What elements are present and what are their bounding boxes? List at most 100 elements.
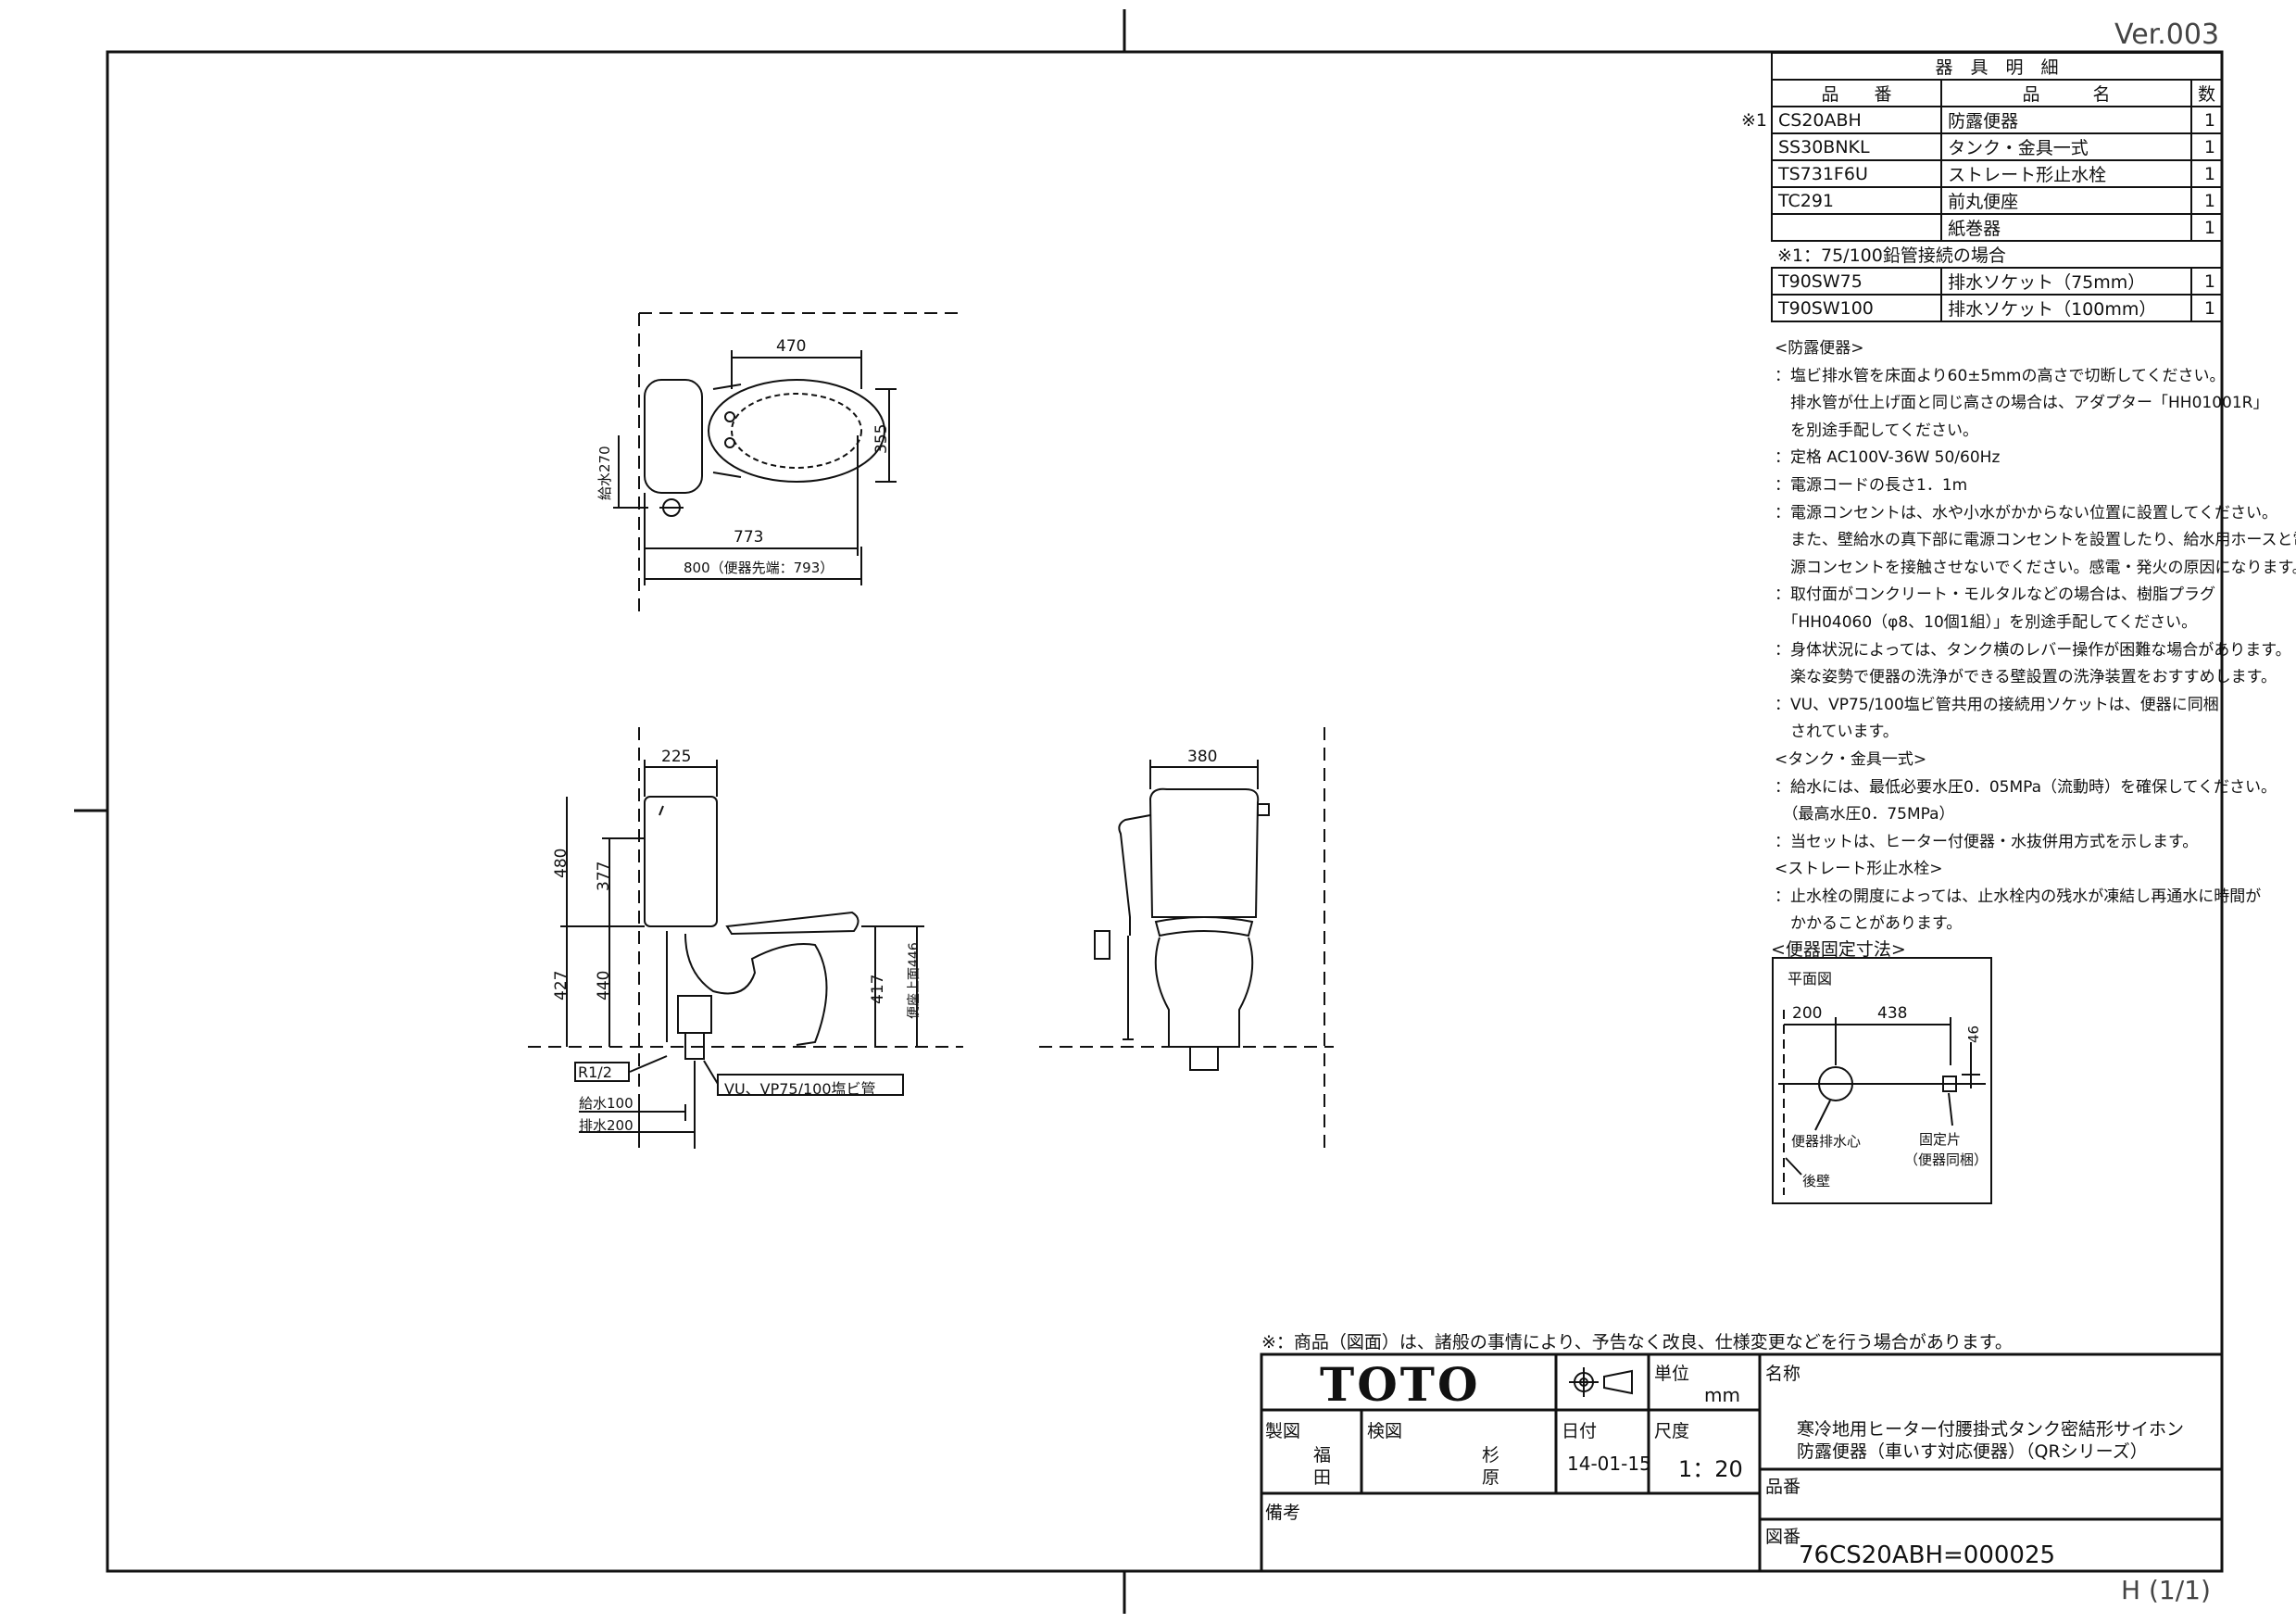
- parts-table-title: 器 具 明 細: [1771, 52, 2223, 81]
- plan-dim-800: 800（便器先端：793）: [684, 560, 834, 576]
- fixing-diagram: [1772, 957, 1992, 1204]
- fixing-dim-438: 438: [1877, 1004, 1908, 1023]
- disclaimer: ※：商品（図面）は、諸般の事情により、予告なく改良、仕様変更などを行う場合があり…: [1261, 1332, 2013, 1352]
- side-dim-seat: 便座上面446: [907, 942, 922, 1019]
- side-dim-440: 440: [595, 970, 613, 1000]
- note-line: ：塩ビ排水管を床面より60±5mmの高さで切断してください。: [1775, 366, 2226, 385]
- parts-mark-1: ※1: [1741, 110, 1768, 131]
- remarks-label: 備考: [1265, 1503, 1301, 1523]
- part-name: 前丸便座: [1940, 186, 2192, 215]
- drawing-number-value: 76CS20ABH=000025: [1799, 1541, 2056, 1569]
- checked-by-1: 杉: [1482, 1445, 1500, 1466]
- side-view: [528, 727, 963, 1149]
- unit-label: 単位: [1654, 1364, 1690, 1384]
- checked-by-2: 原: [1482, 1467, 1500, 1488]
- note-line: 「HH04060（φ8、10個1組）」を別途手配してください。: [1775, 612, 2198, 632]
- title-block-grid: [1260, 1352, 2224, 1573]
- part-code: T90SW75: [1770, 267, 1943, 296]
- projection-symbol-icon: [1569, 1367, 1633, 1397]
- unit-value: mm: [1704, 1384, 1740, 1406]
- part-code: T90SW100: [1770, 294, 1943, 322]
- plan-dim-773: 773: [734, 528, 764, 547]
- parts-col-qty: 数: [2189, 79, 2224, 107]
- note-line: ：身体状況によっては、タンク横のレバー操作が困難な場合があります。: [1775, 640, 2291, 660]
- scale-label: 尺度: [1654, 1421, 1690, 1441]
- part-qty: 1: [2189, 213, 2224, 242]
- note-line: ：電源コードの長さ1．1m: [1775, 475, 1968, 495]
- part-name: タンク・金具一式: [1940, 132, 2192, 161]
- part-qty: 1: [2189, 159, 2224, 188]
- part-code: [1770, 213, 1943, 242]
- part-code: SS30BNKL: [1770, 132, 1943, 161]
- checked-label: 検図: [1367, 1421, 1403, 1441]
- plan-dim-470: 470: [776, 337, 807, 356]
- side-label-pipe: VU、VP75/100塩ビ管: [724, 1080, 876, 1098]
- note-line: を別途手配してください。: [1775, 421, 1978, 440]
- part-name: 排水ソケット（100mm）: [1940, 294, 2192, 322]
- brand-logo: TOTO: [1320, 1357, 1481, 1412]
- date-value: 14-01-15: [1567, 1453, 1651, 1475]
- fixing-plan-label: 平面図: [1788, 970, 1833, 988]
- note-line: 排水管が仕上げ面と同じ高さの場合は、アダプター「HH01001R」: [1775, 394, 2269, 413]
- note-line: ：取付面がコンクリート・モルタルなどの場合は、樹脂プラグ: [1775, 585, 2215, 605]
- note-line: ：当セットは、ヒーター付便器・水抜併用方式を示します。: [1775, 832, 2199, 851]
- side-label-r12: R1/2: [578, 1063, 612, 1081]
- part-qty: 1: [2189, 106, 2224, 134]
- note-line: 源コンセントを接触させないでください。感電・発火の原因になります。: [1775, 558, 2296, 577]
- product-name-line2: 防露便器（車いす対応便器）（QRシリーズ）: [1797, 1441, 2148, 1462]
- drawn-by-1: 福: [1313, 1445, 1332, 1466]
- front-dim-380: 380: [1187, 748, 1218, 766]
- part-name: 紙巻器: [1940, 213, 2192, 242]
- note-line: （最高水圧0．75MPa）: [1775, 805, 1955, 824]
- fixing-dim-46: 46: [1965, 1025, 1982, 1043]
- part-qty: 1: [2189, 267, 2224, 296]
- side-dim-417: 417: [869, 974, 887, 1004]
- part-code: TC291: [1770, 186, 1943, 215]
- side-dim-225: 225: [661, 748, 692, 766]
- sheet-number: H (1/1): [2121, 1575, 2211, 1605]
- drawn-by-2: 田: [1313, 1467, 1332, 1488]
- fixing-title: <便器固定寸法>: [1771, 939, 1906, 960]
- front-view: [1039, 727, 1334, 1149]
- part-name: 排水ソケット（75mm）: [1940, 267, 2192, 296]
- note-line: ：給水には、最低必要水圧0．05MPa（流動時）を確保してください。: [1775, 777, 2277, 797]
- part-name: 防露便器: [1940, 106, 2192, 134]
- side-dim-427: 427: [552, 970, 571, 1000]
- drawing-number-label: 図番: [1765, 1527, 1801, 1547]
- side-label-supply100: 給水100: [579, 1095, 634, 1112]
- plan-view: [613, 312, 959, 619]
- part-name: ストレート形止水栓: [1940, 159, 2192, 188]
- note-line: ：電源コンセントは、水や小水がかからない位置に設置してください。: [1775, 503, 2277, 522]
- part-qty: 1: [2189, 294, 2224, 322]
- fixing-dim-200: 200: [1792, 1004, 1823, 1023]
- drawn-label: 製図: [1265, 1421, 1301, 1441]
- parts-col-name: 品 名: [1940, 79, 2192, 107]
- date-label: 日付: [1562, 1421, 1598, 1441]
- note-line: かかることがあります。: [1775, 914, 1963, 934]
- part-number-label: 品番: [1765, 1477, 1801, 1497]
- plan-dim-355: 355: [872, 423, 891, 454]
- part-qty: 1: [2189, 186, 2224, 215]
- note-line: ：VU、VP75/100塩ビ管共用の接続用ソケットは、便器に同梱: [1775, 695, 2219, 714]
- note-line: <タンク・金具一式>: [1775, 749, 1927, 769]
- product-name-line1: 寒冷地用ヒーター付腰掛式タンク密結形サイホン: [1797, 1419, 2185, 1440]
- scale-value: 1：20: [1678, 1456, 1743, 1482]
- part-code: CS20ABH: [1770, 106, 1943, 134]
- side-dim-480: 480: [552, 848, 571, 878]
- parts-sub-title: ※1：75/100鉛管接続の場合: [1772, 240, 2222, 269]
- note-line: 楽な姿勢で便器の洗浄ができる壁設置の洗浄装置をおすすめします。: [1775, 668, 2277, 687]
- side-label-drain200: 排水200: [579, 1117, 634, 1134]
- fixing-label-center: 便器排水心: [1791, 1133, 1862, 1150]
- fixing-label-wall: 後壁: [1802, 1173, 1831, 1189]
- plan-dim-supply: 給水270: [596, 446, 613, 500]
- note-line: ：止水栓の開度によっては、止水栓内の残水が凍結し再通水に時間が: [1775, 887, 2262, 906]
- part-code: TS731F6U: [1770, 159, 1943, 188]
